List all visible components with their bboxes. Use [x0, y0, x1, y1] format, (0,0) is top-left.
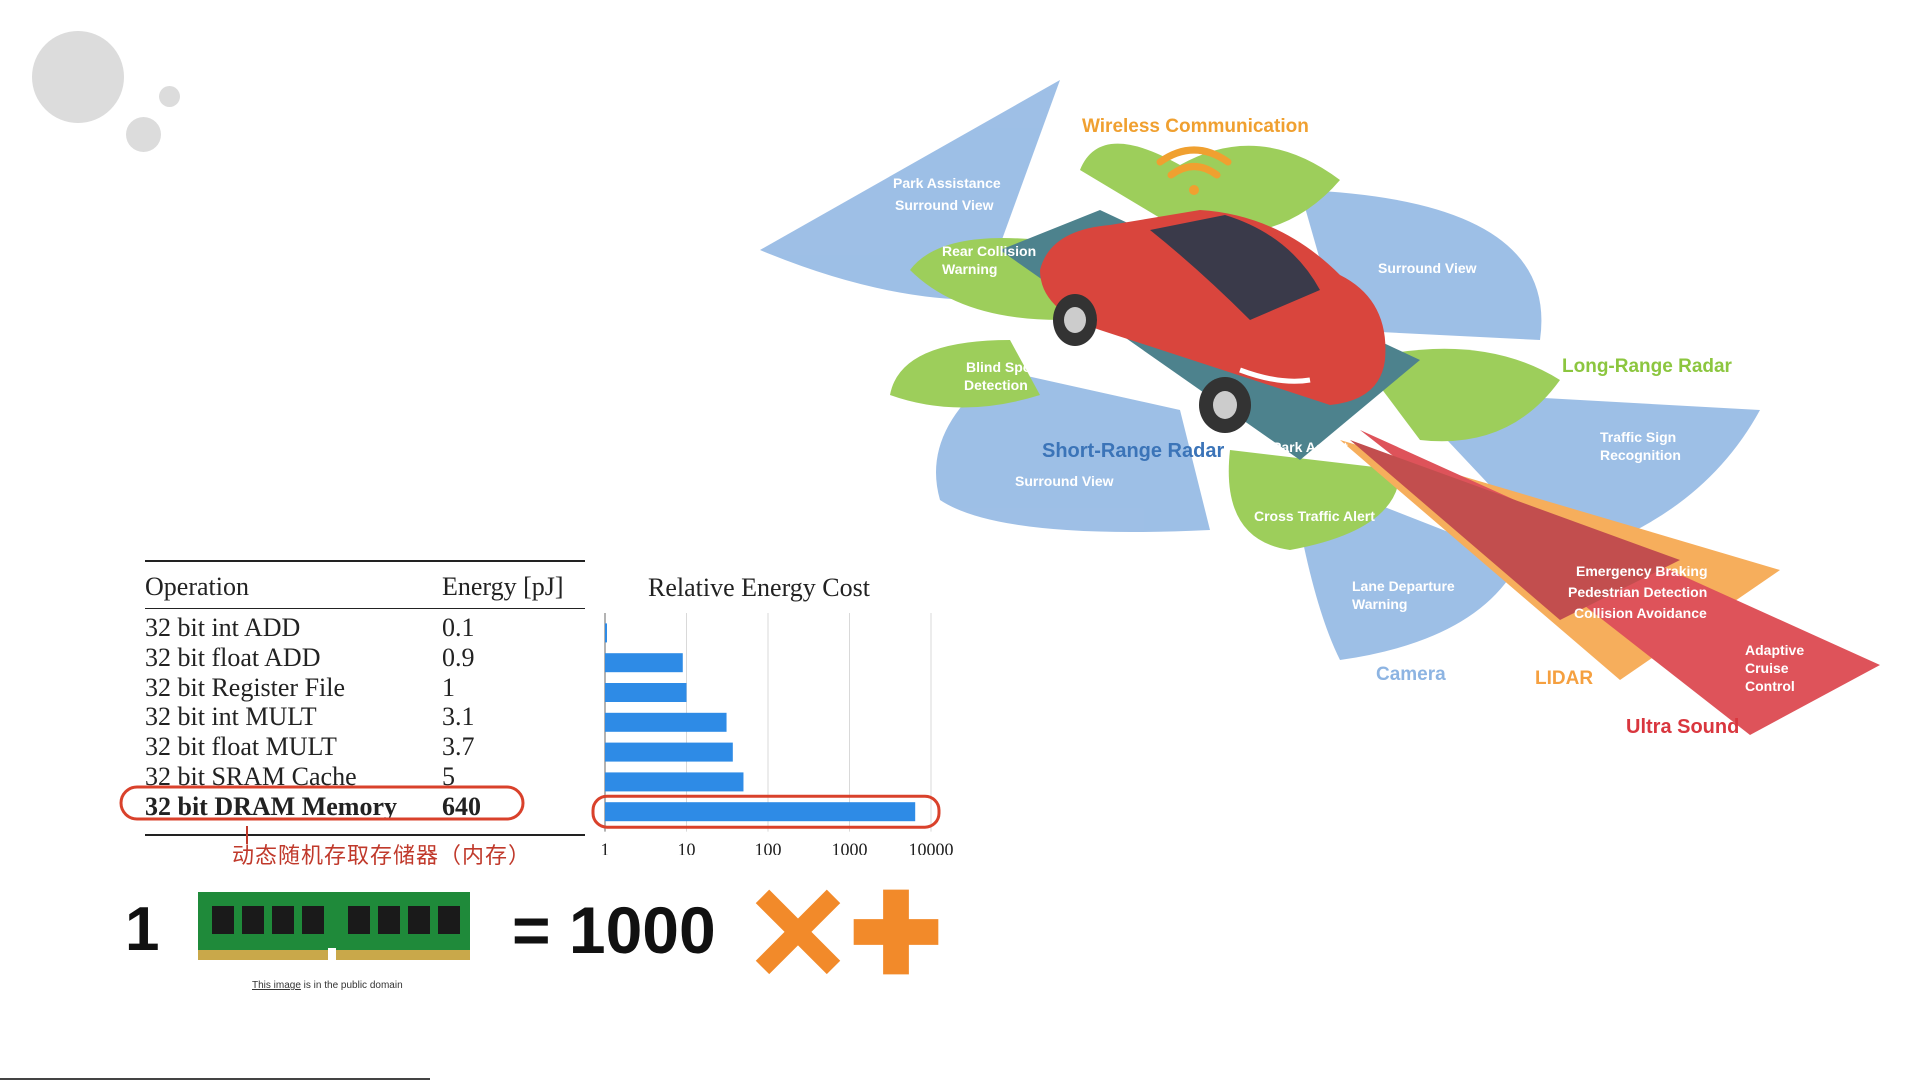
label-park-assistance-2: Surround View — [895, 197, 994, 213]
zone-cross-traffic — [1228, 450, 1400, 550]
label-lane-departure-1: Lane Departure — [1352, 578, 1455, 594]
label-short-range-radar: Short-Range Radar — [1042, 440, 1224, 462]
ram-module-image — [198, 892, 470, 962]
image-caption: This image is in the public domain — [252, 980, 403, 991]
cell-operation: 32 bit Register File — [145, 672, 346, 702]
x-tick-label: 1 — [601, 840, 610, 855]
car-sensor-diagram: Park Assistance Surround View Rear Colli… — [760, 80, 1880, 738]
energy-table: Operation Energy [pJ] 32 bit int ADD 0.1… — [145, 560, 585, 836]
table-row-highlighted: 32 bit DRAM Memory 640 — [145, 792, 585, 822]
equation-one: 1 — [125, 895, 160, 964]
wifi-icon — [1156, 146, 1232, 195]
zone-green-top — [1080, 143, 1340, 235]
label-cross-traffic: Cross Traffic Alert — [1254, 508, 1375, 524]
label-blind-spot-2: Detection — [964, 377, 1028, 393]
label-acc-3: Control — [1745, 678, 1795, 694]
chinese-annotation: 动态随机存取存储器（内存） — [232, 844, 532, 869]
energy-bar-chart: Relative Energy Cost 1 10 100 1000 10000 — [591, 573, 954, 855]
cell-operation: 32 bit int MULT — [145, 702, 317, 732]
label-surround-left: Surround View — [1015, 473, 1114, 489]
chart-bars — [605, 623, 916, 822]
label-wireless: Wireless Communication — [1082, 116, 1309, 137]
label-acc-2: Cruise — [1745, 660, 1789, 676]
label-blind-spot-1: Blind Spot — [966, 359, 1036, 375]
label-lane-departure-2: Warning — [1352, 596, 1407, 612]
bar — [605, 712, 727, 732]
zone-long-range — [1360, 348, 1560, 442]
bar — [605, 772, 744, 792]
decor-circle-small — [159, 86, 180, 107]
cell-energy: 3.1 — [442, 702, 475, 732]
slide-bottom-rule — [0, 1078, 430, 1080]
equation-equals-1000: = 1000 — [512, 893, 716, 967]
cell-energy: 640 — [442, 791, 481, 821]
label-acc-1: Adaptive — [1745, 642, 1804, 658]
label-rear-collision-1: Rear Collision — [942, 243, 1036, 259]
label-park-assistance-1: Park Assistance — [893, 175, 1001, 191]
label-traffic-sign-1: Traffic Sign — [1600, 429, 1676, 445]
chart-ticks: 1 10 100 1000 10000 — [601, 840, 954, 855]
bar — [605, 802, 916, 822]
label-park-assist: Park Assist — [1272, 439, 1348, 455]
label-rear-collision-2: Warning — [942, 261, 997, 277]
car-icon — [1040, 210, 1386, 433]
cell-energy: 5 — [442, 761, 455, 791]
x-tick-label: 10 — [678, 840, 696, 855]
chart-highlight-ring — [591, 794, 941, 829]
x-tick-label: 10000 — [909, 840, 954, 855]
label-lidar: LIDAR — [1535, 668, 1593, 689]
bar — [605, 623, 607, 643]
label-traffic-sign-2: Recognition — [1600, 447, 1681, 463]
bar — [605, 653, 683, 673]
label-ultra-sound: Ultra Sound — [1626, 716, 1739, 738]
zone-emergency — [1350, 440, 1680, 620]
label-emergency-3: Collision Avoidance — [1574, 605, 1707, 621]
cell-energy: 0.1 — [442, 612, 475, 642]
table-row: 32 bit float MULT 3.7 — [145, 732, 585, 762]
x-tick-label: 100 — [755, 840, 782, 855]
label-long-range-radar: Long-Range Radar — [1562, 356, 1733, 377]
table-bottom-rule — [145, 833, 585, 836]
plus-icon — [853, 889, 939, 975]
header-energy: Energy [pJ] — [442, 572, 564, 601]
cell-energy: 3.7 — [442, 732, 475, 762]
multiply-icon — [755, 889, 841, 975]
table-row: 32 bit int ADD 0.1 — [145, 613, 585, 643]
label-emergency-1: Emergency Braking — [1576, 563, 1708, 579]
x-tick-label: 1000 — [832, 840, 868, 855]
zone-blind-spot — [890, 340, 1040, 408]
annotation-pointer — [246, 826, 248, 844]
decor-circle-medium — [126, 117, 161, 152]
caption-text: is in the public domain — [300, 980, 403, 991]
bar — [605, 742, 733, 762]
table-row: 32 bit float ADD 0.9 — [145, 643, 585, 673]
cell-operation: 32 bit float MULT — [145, 732, 337, 762]
chart-title: Relative Energy Cost — [648, 573, 871, 602]
label-emergency-2: Pedestrian Detection — [1568, 584, 1707, 600]
label-camera: Camera — [1376, 664, 1446, 685]
bar — [605, 683, 687, 702]
zone-short-range — [936, 370, 1210, 532]
caption-link[interactable]: This image — [252, 980, 301, 991]
header-operation: Operation — [145, 572, 249, 601]
table-row: 32 bit Register File 1 — [145, 673, 585, 703]
cell-operation: 32 bit int ADD — [145, 612, 301, 642]
table-row: 32 bit int MULT 3.1 — [145, 702, 585, 732]
cell-energy: 1 — [442, 672, 455, 702]
table-header: Operation Energy [pJ] — [145, 560, 585, 609]
label-surround-right: Surround View — [1378, 260, 1477, 276]
cell-operation: 32 bit float ADD — [145, 642, 321, 672]
cell-operation: 32 bit DRAM Memory — [145, 791, 397, 821]
cell-energy: 0.9 — [442, 642, 475, 672]
table-highlight-ring — [119, 785, 525, 821]
decor-circle-large — [32, 31, 124, 123]
